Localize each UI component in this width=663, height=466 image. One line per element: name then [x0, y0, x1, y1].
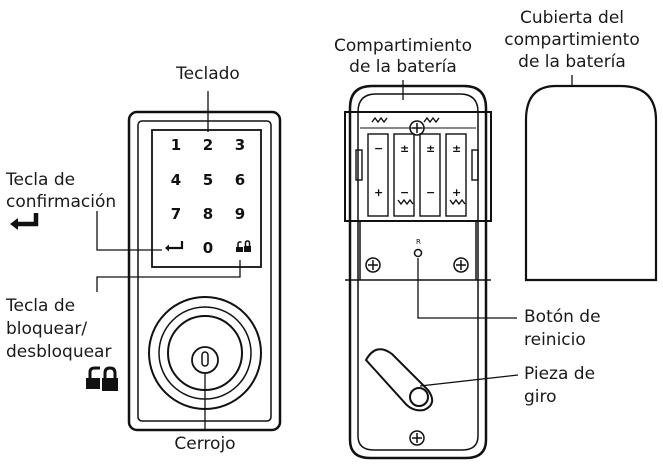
key-0: 0 — [203, 239, 213, 257]
lock-unlock-key-icon — [236, 240, 251, 252]
confirm-key-icon — [169, 241, 184, 250]
turn-piece-label-line2: giro — [524, 387, 557, 407]
reset-button-label-line1: Botón de — [524, 307, 601, 327]
lock-key-label-line3: desbloquear — [6, 342, 112, 362]
reset-button[interactable] — [413, 248, 423, 258]
key-cylinder — [191, 346, 219, 374]
battery-cover-label-line2: compartimiento — [504, 30, 640, 50]
confirm-key-label-line2: confirmación — [6, 192, 117, 212]
battery-4 — [445, 133, 467, 217]
lock-key-label-line1: Tecla de — [6, 296, 76, 316]
svg-text:R: R — [416, 238, 421, 246]
svg-text:±: ± — [452, 142, 461, 155]
deadbolt-label: Cerrojo — [174, 434, 236, 454]
battery-compartment-label-line1: Compartimiento — [333, 36, 472, 56]
svg-text:−: − — [426, 186, 435, 199]
batteries — [355, 116, 479, 217]
enter-arrow-icon — [17, 213, 39, 227]
key-5: 5 — [203, 171, 213, 189]
padlock-icon — [86, 366, 118, 391]
battery-cover-label-line3: de la batería — [518, 52, 626, 72]
battery-cover — [524, 84, 658, 282]
battery-compartment — [344, 111, 492, 222]
svg-text:±: ± — [426, 142, 435, 155]
svg-text:±: ± — [400, 142, 409, 155]
key-3: 3 — [235, 136, 245, 154]
keypad-panel — [151, 129, 262, 268]
key-6: 6 — [235, 171, 245, 189]
turn-piece[interactable] — [364, 348, 434, 412]
key-8: 8 — [203, 205, 213, 223]
svg-text:−: − — [374, 142, 383, 155]
screws — [365, 120, 469, 446]
battery-3 — [419, 133, 441, 217]
key-7: 7 — [171, 205, 181, 223]
key-4: 4 — [171, 171, 181, 189]
keypad-digits: 1 2 3 4 5 6 7 8 9 0 — [171, 136, 245, 257]
key-2: 2 — [203, 136, 213, 154]
reset-button-label-line2: reinicio — [524, 330, 586, 350]
battery-cover-label-line1: Cubierta del — [519, 8, 625, 28]
confirm-key-label-line1: Tecla de — [6, 170, 76, 190]
battery-2 — [393, 133, 415, 217]
svg-text:−: − — [400, 186, 409, 199]
turn-piece-label-line1: Pieza de — [524, 364, 596, 384]
back-lock — [344, 84, 492, 460]
svg-text:+: + — [452, 186, 461, 199]
key-9: 9 — [235, 205, 245, 223]
key-1: 1 — [171, 136, 181, 154]
keypad-label: Teclado — [176, 64, 240, 84]
lock-key-label-line2: bloquear/ — [6, 319, 88, 339]
svg-text:+: + — [374, 186, 383, 199]
battery-compartment-label-line2: de la batería — [349, 57, 457, 77]
battery-1 — [367, 133, 389, 217]
